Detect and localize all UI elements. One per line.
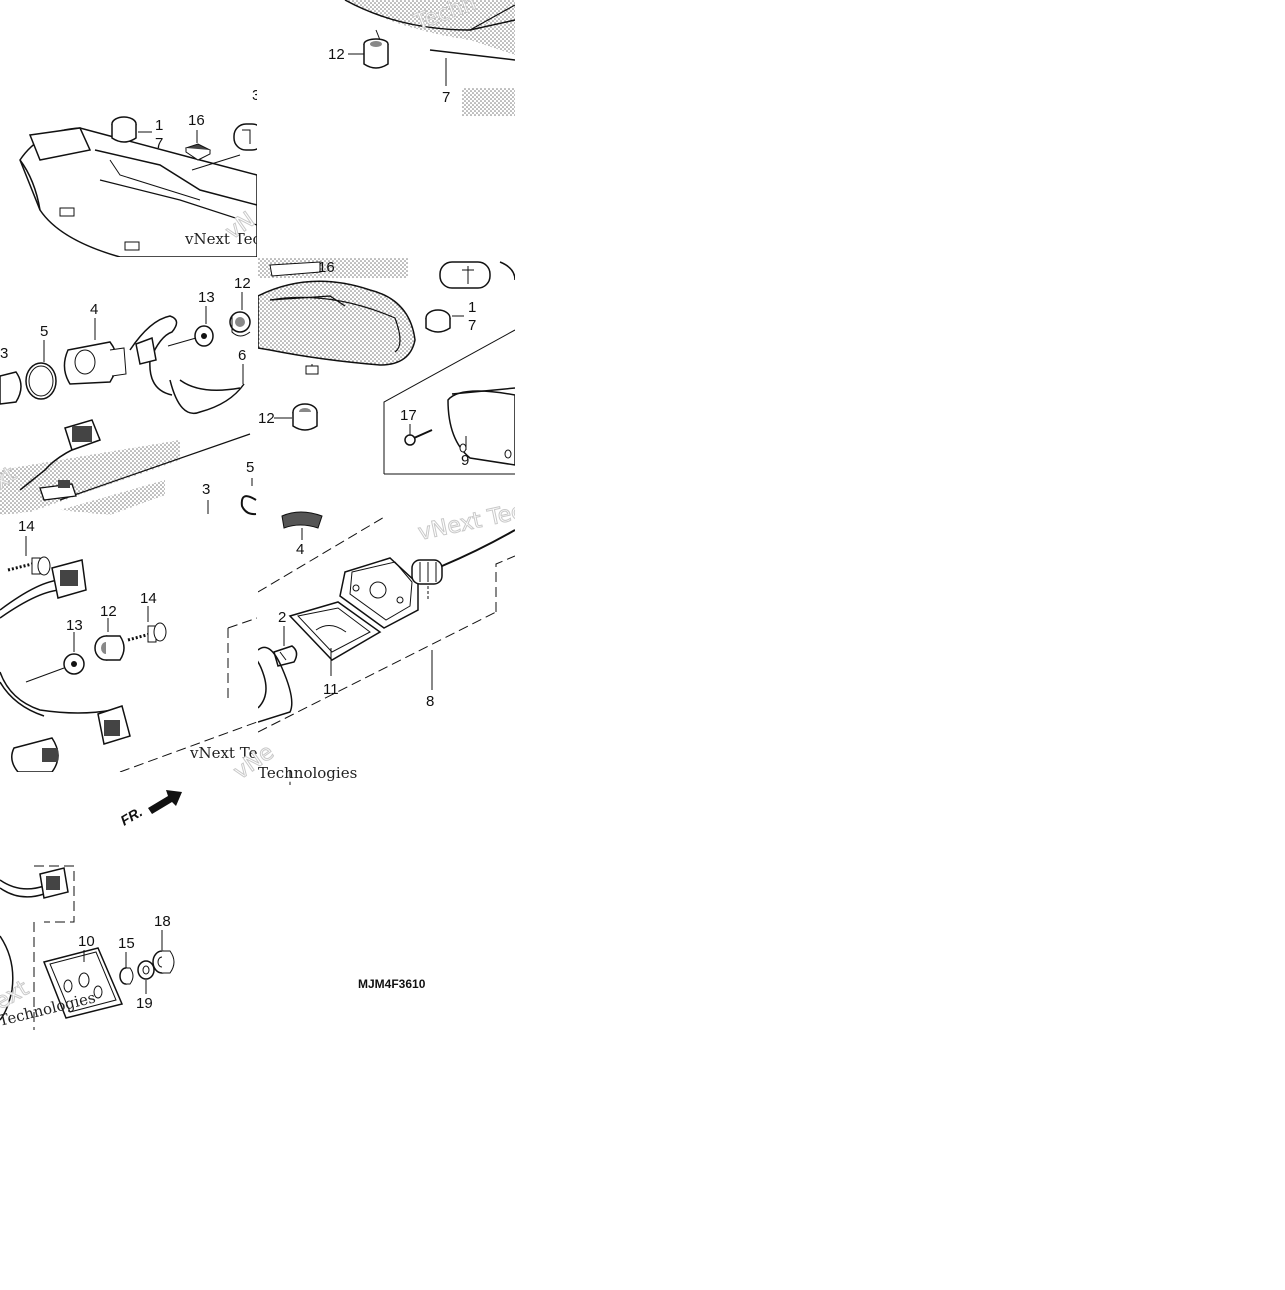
bolt-part [7, 556, 51, 576]
callout-12: 12 [258, 410, 275, 427]
callout-7: 7 [155, 135, 163, 152]
callout-9: 9 [461, 452, 469, 469]
callout-8: 8 [426, 693, 434, 710]
callout-14: 14 [18, 518, 35, 535]
gasket-part [288, 601, 382, 661]
callout-4: 4 [296, 541, 304, 558]
washer-part [137, 960, 155, 980]
nut-part [152, 950, 175, 974]
callout-4: 4 [90, 301, 98, 318]
license-light-body [339, 557, 419, 629]
callout-14: 14 [140, 590, 157, 607]
callout-1: 1 [468, 299, 476, 316]
callout-13: 13 [198, 289, 215, 306]
tile-tail-light-housing: 1 7 16 3 vNext Tec vN [19, 87, 261, 257]
grommet-part [229, 311, 251, 337]
tile-mounting-hardware: 14 12 14 13 [0, 518, 257, 772]
clip-nut-part [184, 143, 212, 161]
callout-7: 7 [442, 89, 450, 106]
callout-18: 18 [154, 913, 171, 930]
washer-part [63, 653, 85, 675]
tile-tail-light-assembly: 16 1 7 12 17 [258, 258, 515, 475]
wedge-bulb-part [273, 645, 298, 667]
callout-7: 7 [468, 317, 476, 334]
grommet-part [94, 635, 125, 661]
bulb-part [0, 371, 22, 405]
watermark: vNext Technologies [416, 477, 629, 546]
collar-part [425, 309, 451, 333]
tile-ring-detail: 3 5 [202, 459, 257, 516]
callout-13: 13 [66, 617, 83, 634]
callout-5: 5 [246, 459, 254, 476]
callout-3: 3 [252, 87, 260, 104]
callout-5: 5 [40, 323, 48, 340]
callout-12: 12 [328, 46, 345, 63]
bulb-part [439, 261, 491, 289]
callout-12: 12 [234, 275, 251, 292]
callout-10: 10 [78, 933, 95, 950]
bolt-part [127, 622, 167, 643]
callout-19: 19 [136, 995, 153, 1012]
grommet-part [292, 403, 318, 431]
callout-1: 1 [155, 117, 163, 134]
callout-6: 6 [238, 347, 246, 364]
socket-part [63, 341, 127, 385]
tile-socket-harness: 3 5 4 13 12 [0, 275, 251, 515]
callout-12: 12 [100, 603, 117, 620]
watermark: Technologies [258, 764, 357, 782]
watermark: vNext Tec [184, 230, 261, 248]
tile-license-bracket: 10 15 19 18 Technologies ext [0, 865, 175, 1030]
callout-16: 16 [188, 112, 205, 129]
arrow-icon [148, 790, 182, 814]
callout-3: 3 [202, 481, 210, 498]
bulb-part [233, 123, 257, 151]
screw-part [404, 429, 433, 446]
direction-label: FR. [118, 803, 146, 828]
socket-part [281, 511, 323, 529]
tile-tail-cover-top: Techn 12 7 [328, 0, 515, 116]
bracket-plate-part [42, 947, 124, 1019]
collar-part [119, 967, 134, 985]
o-ring-part [25, 362, 57, 400]
callout-2: 2 [278, 609, 286, 626]
reflector-part [447, 387, 515, 466]
grommet-part [363, 29, 389, 69]
diagram-code: MJM4F3610 [358, 977, 426, 991]
callout-16: 16 [318, 259, 335, 276]
front-direction-arrow: FR. [118, 790, 182, 829]
callout-11: 11 [323, 681, 339, 698]
bulb-socket-part [411, 529, 515, 585]
callout-3: 3 [0, 345, 8, 362]
watermark: vNext Te [189, 744, 258, 762]
callout-15: 15 [118, 935, 135, 952]
washer-part [194, 325, 214, 347]
callout-17: 17 [400, 407, 417, 424]
collar-part [111, 116, 137, 143]
